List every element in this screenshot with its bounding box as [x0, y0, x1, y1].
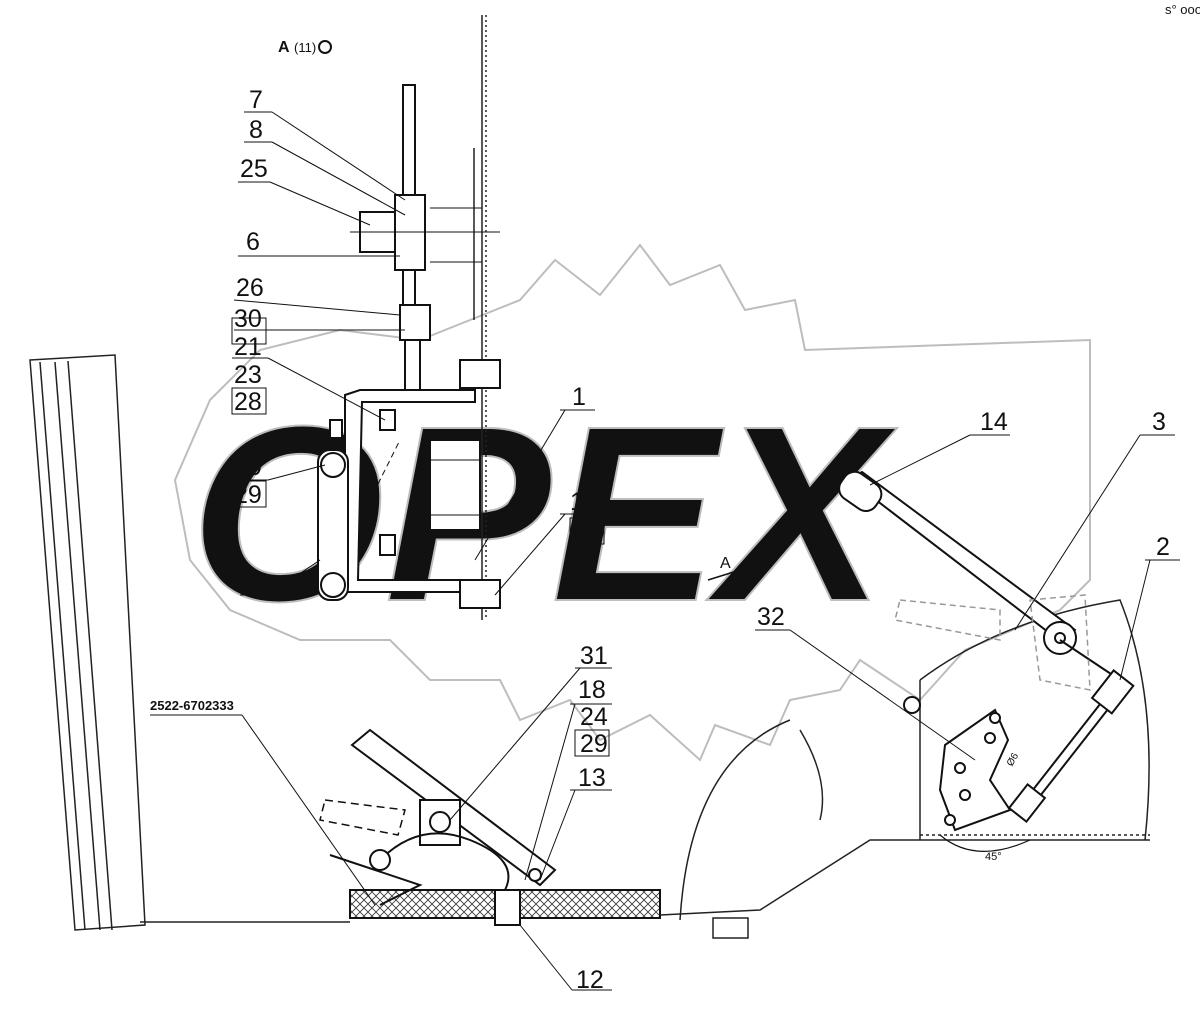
- callout-8: 8: [249, 116, 263, 144]
- left-column: [29, 354, 146, 931]
- watermark-logo: OPEX: [173, 243, 1091, 762]
- part-number: 2522-6702333: [150, 698, 234, 713]
- callout-25: 25: [240, 155, 268, 183]
- dim-label: Ø6: [1005, 751, 1021, 768]
- callout-20: 20: [234, 453, 262, 481]
- angle-label: 45°: [985, 851, 1002, 863]
- bracket-assembly: [317, 359, 501, 609]
- callout-6: 6: [246, 228, 260, 256]
- callout-3: 3: [1152, 408, 1166, 436]
- callout-2: 2: [1156, 533, 1170, 561]
- section-mark: A: [720, 555, 731, 572]
- callout-1: 1: [572, 383, 586, 411]
- callout-29-mid: 29: [574, 518, 602, 546]
- hand-lever-assembly: [838, 470, 1135, 832]
- callouts: 7 8 25 6 26 30 21 23 28 20 29 5 1 19 29 …: [234, 86, 1170, 994]
- corner-mark: s° ooo: [1165, 2, 1200, 17]
- upper-lever-assembly: [350, 84, 500, 401]
- leader-lines: [150, 111, 1180, 991]
- callout-19: 19: [570, 488, 598, 516]
- floor-outline: [140, 599, 1150, 939]
- callout-30: 30: [234, 305, 262, 333]
- callout-5: 5: [246, 568, 260, 596]
- watermark-text: OPEX: [190, 374, 898, 653]
- wall-panel: [473, 15, 487, 620]
- callout-29-low: 29: [580, 730, 608, 758]
- view-scale: (11): [294, 40, 316, 55]
- callout-12: 12: [576, 966, 604, 994]
- callout-31: 31: [580, 642, 608, 670]
- callout-18: 18: [578, 676, 606, 704]
- view-letter: A: [278, 39, 290, 56]
- callout-32: 32: [757, 603, 785, 631]
- callout-29-left: 29: [234, 481, 262, 509]
- callout-23: 23: [234, 361, 262, 389]
- callout-13: 13: [578, 764, 606, 792]
- callout-7: 7: [249, 86, 263, 114]
- callout-28: 28: [234, 388, 262, 416]
- callout-26: 26: [236, 274, 264, 302]
- callout-14: 14: [980, 408, 1008, 436]
- angle-arc: [939, 834, 1031, 852]
- callout-21: 21: [234, 333, 262, 361]
- view-label: A (11): [278, 39, 332, 56]
- pedal-assembly: [319, 728, 661, 926]
- callout-24: 24: [580, 703, 608, 731]
- label-frames: [231, 317, 610, 757]
